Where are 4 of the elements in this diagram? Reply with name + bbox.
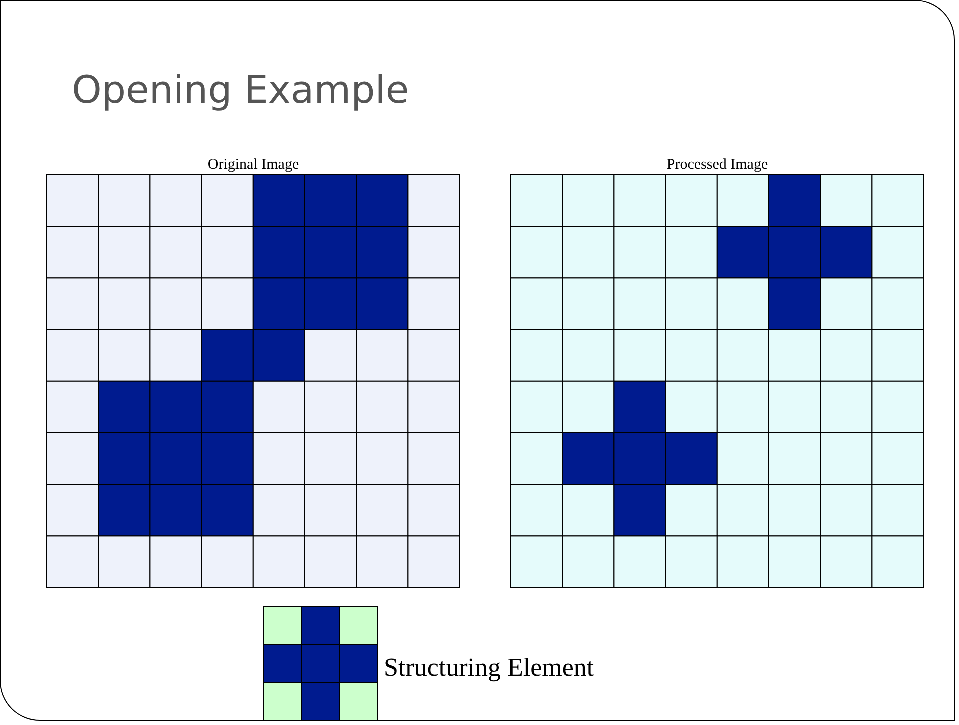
grid-caption: Processed Image (666, 158, 770, 173)
structuring-element-label: Structuring Element (384, 655, 596, 681)
grid-caption: Original Image (206, 158, 300, 173)
slide-title: Opening Example (72, 68, 410, 112)
